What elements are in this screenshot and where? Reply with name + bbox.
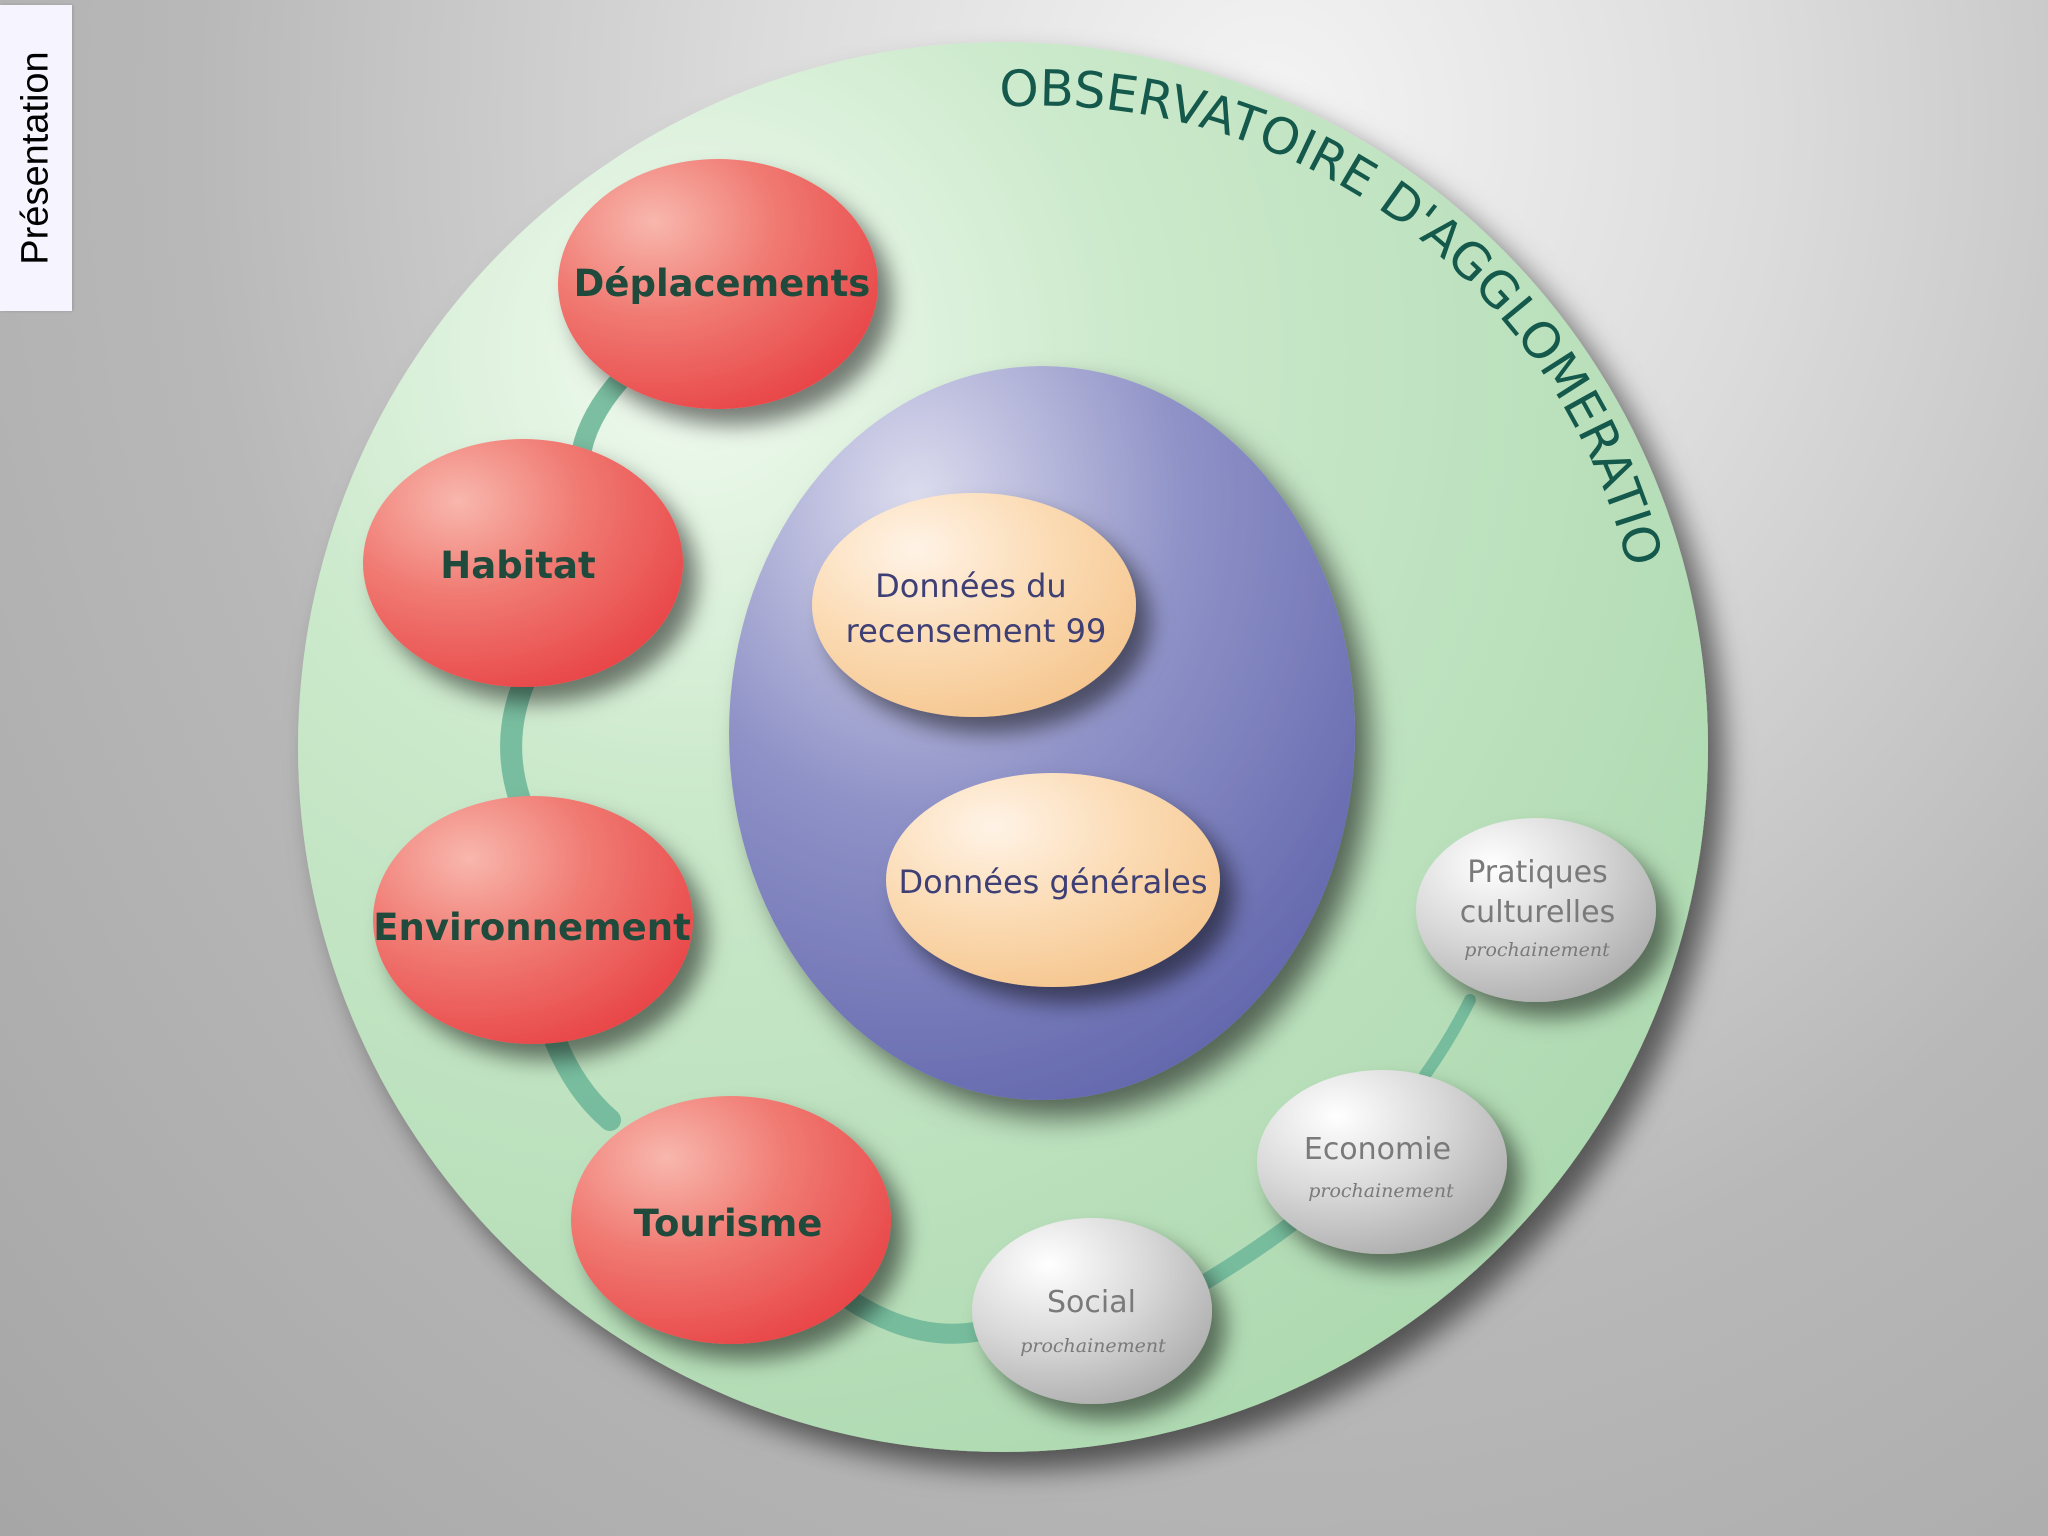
upcoming-node-economie[interactable] bbox=[1257, 1070, 1507, 1254]
core-node-donnees-generales-label: Données générales bbox=[899, 863, 1208, 901]
core-node-recensement-label: Données du recensement 99 bbox=[846, 567, 1107, 650]
theme-node-tourisme[interactable] bbox=[571, 1096, 891, 1344]
upcoming-node-pratiques-culturelles-label: Pratiques culturelles prochainement bbox=[1460, 855, 1621, 961]
theme-node-deplacements-label: Déplacements bbox=[574, 262, 871, 305]
connector-environnement-tourisme bbox=[544, 1029, 621, 1131]
core-ellipse bbox=[729, 366, 1355, 1100]
core-node-recensement[interactable] bbox=[812, 493, 1136, 717]
presentation-tab[interactable]: Présentation bbox=[0, 5, 72, 311]
upcoming-node-economie-label: Economie prochainement bbox=[1304, 1132, 1456, 1202]
connector-habitat-environnement bbox=[500, 669, 536, 811]
theme-node-habitat[interactable] bbox=[363, 439, 683, 687]
connector-social-economie bbox=[1192, 1217, 1298, 1293]
core-node-donnees-generales[interactable] bbox=[886, 773, 1220, 987]
connector-economie-pratiques bbox=[1419, 994, 1476, 1081]
theme-node-tourisme-label: Tourisme bbox=[634, 1202, 823, 1245]
connector-tourisme-social bbox=[840, 1290, 995, 1344]
upcoming-node-social[interactable] bbox=[972, 1218, 1212, 1404]
theme-node-environnement-label: Environnement bbox=[373, 906, 691, 949]
theme-node-deplacements[interactable] bbox=[558, 159, 878, 409]
upcoming-node-pratiques-culturelles[interactable] bbox=[1416, 818, 1656, 1002]
upcoming-node-social-label: Social prochainement bbox=[1020, 1285, 1166, 1357]
theme-node-environnement[interactable] bbox=[373, 796, 693, 1044]
theme-node-habitat-label: Habitat bbox=[440, 544, 595, 587]
